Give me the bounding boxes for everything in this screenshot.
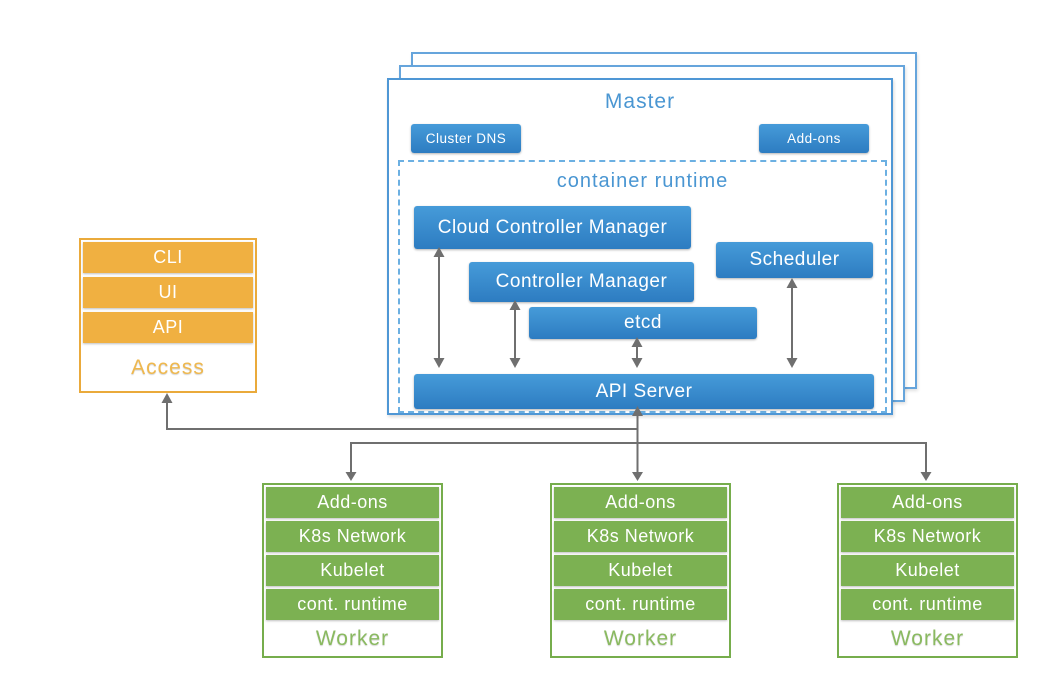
worker-row-k8s-network: K8s Network — [554, 521, 727, 552]
container-runtime-boundary: container runtime Cloud Controller Manag… — [398, 160, 887, 413]
cluster-dns-box: Cluster DNS — [411, 124, 521, 153]
worker-label: Worker — [315, 626, 390, 650]
access-node: CLI UI API Access — [79, 238, 257, 393]
worker-row-addons: Add-ons — [554, 487, 727, 518]
worker-row-kubelet: Kubelet — [554, 555, 727, 586]
scheduler-box: Scheduler — [716, 242, 873, 278]
master-node: Master Cluster DNS Add-ons container run… — [387, 78, 893, 415]
master-title: Master — [604, 90, 676, 113]
worker-row-k8s-network: K8s Network — [841, 521, 1014, 552]
access-row-cli: CLI — [83, 242, 253, 273]
worker-label: Worker — [603, 626, 678, 650]
access-row-ui: UI — [83, 277, 253, 308]
cloud-controller-manager-box: Cloud Controller Manager — [414, 206, 691, 249]
worker-row-kubelet: Kubelet — [266, 555, 439, 586]
container-runtime-title: container runtime — [556, 170, 729, 192]
master-addons-box: Add-ons — [759, 124, 869, 153]
api-server-box: API Server — [414, 374, 874, 409]
worker-row-cont-runtime: cont. runtime — [841, 589, 1014, 620]
worker-row-addons: Add-ons — [266, 487, 439, 518]
access-label: Access — [131, 356, 205, 379]
worker-node-1: Add-ons K8s Network Kubelet cont. runtim… — [262, 483, 443, 658]
master-node-stack: Master Cluster DNS Add-ons container run… — [387, 52, 917, 417]
controller-manager-box: Controller Manager — [469, 262, 694, 302]
worker-row-cont-runtime: cont. runtime — [554, 589, 727, 620]
worker-row-kubelet: Kubelet — [841, 555, 1014, 586]
worker-row-addons: Add-ons — [841, 487, 1014, 518]
etcd-box: etcd — [529, 307, 757, 339]
worker-row-k8s-network: K8s Network — [266, 521, 439, 552]
worker-node-2: Add-ons K8s Network Kubelet cont. runtim… — [550, 483, 731, 658]
worker-row-cont-runtime: cont. runtime — [266, 589, 439, 620]
worker-label: Worker — [890, 626, 965, 650]
worker-node-3: Add-ons K8s Network Kubelet cont. runtim… — [837, 483, 1018, 658]
access-row-api: API — [83, 312, 253, 343]
